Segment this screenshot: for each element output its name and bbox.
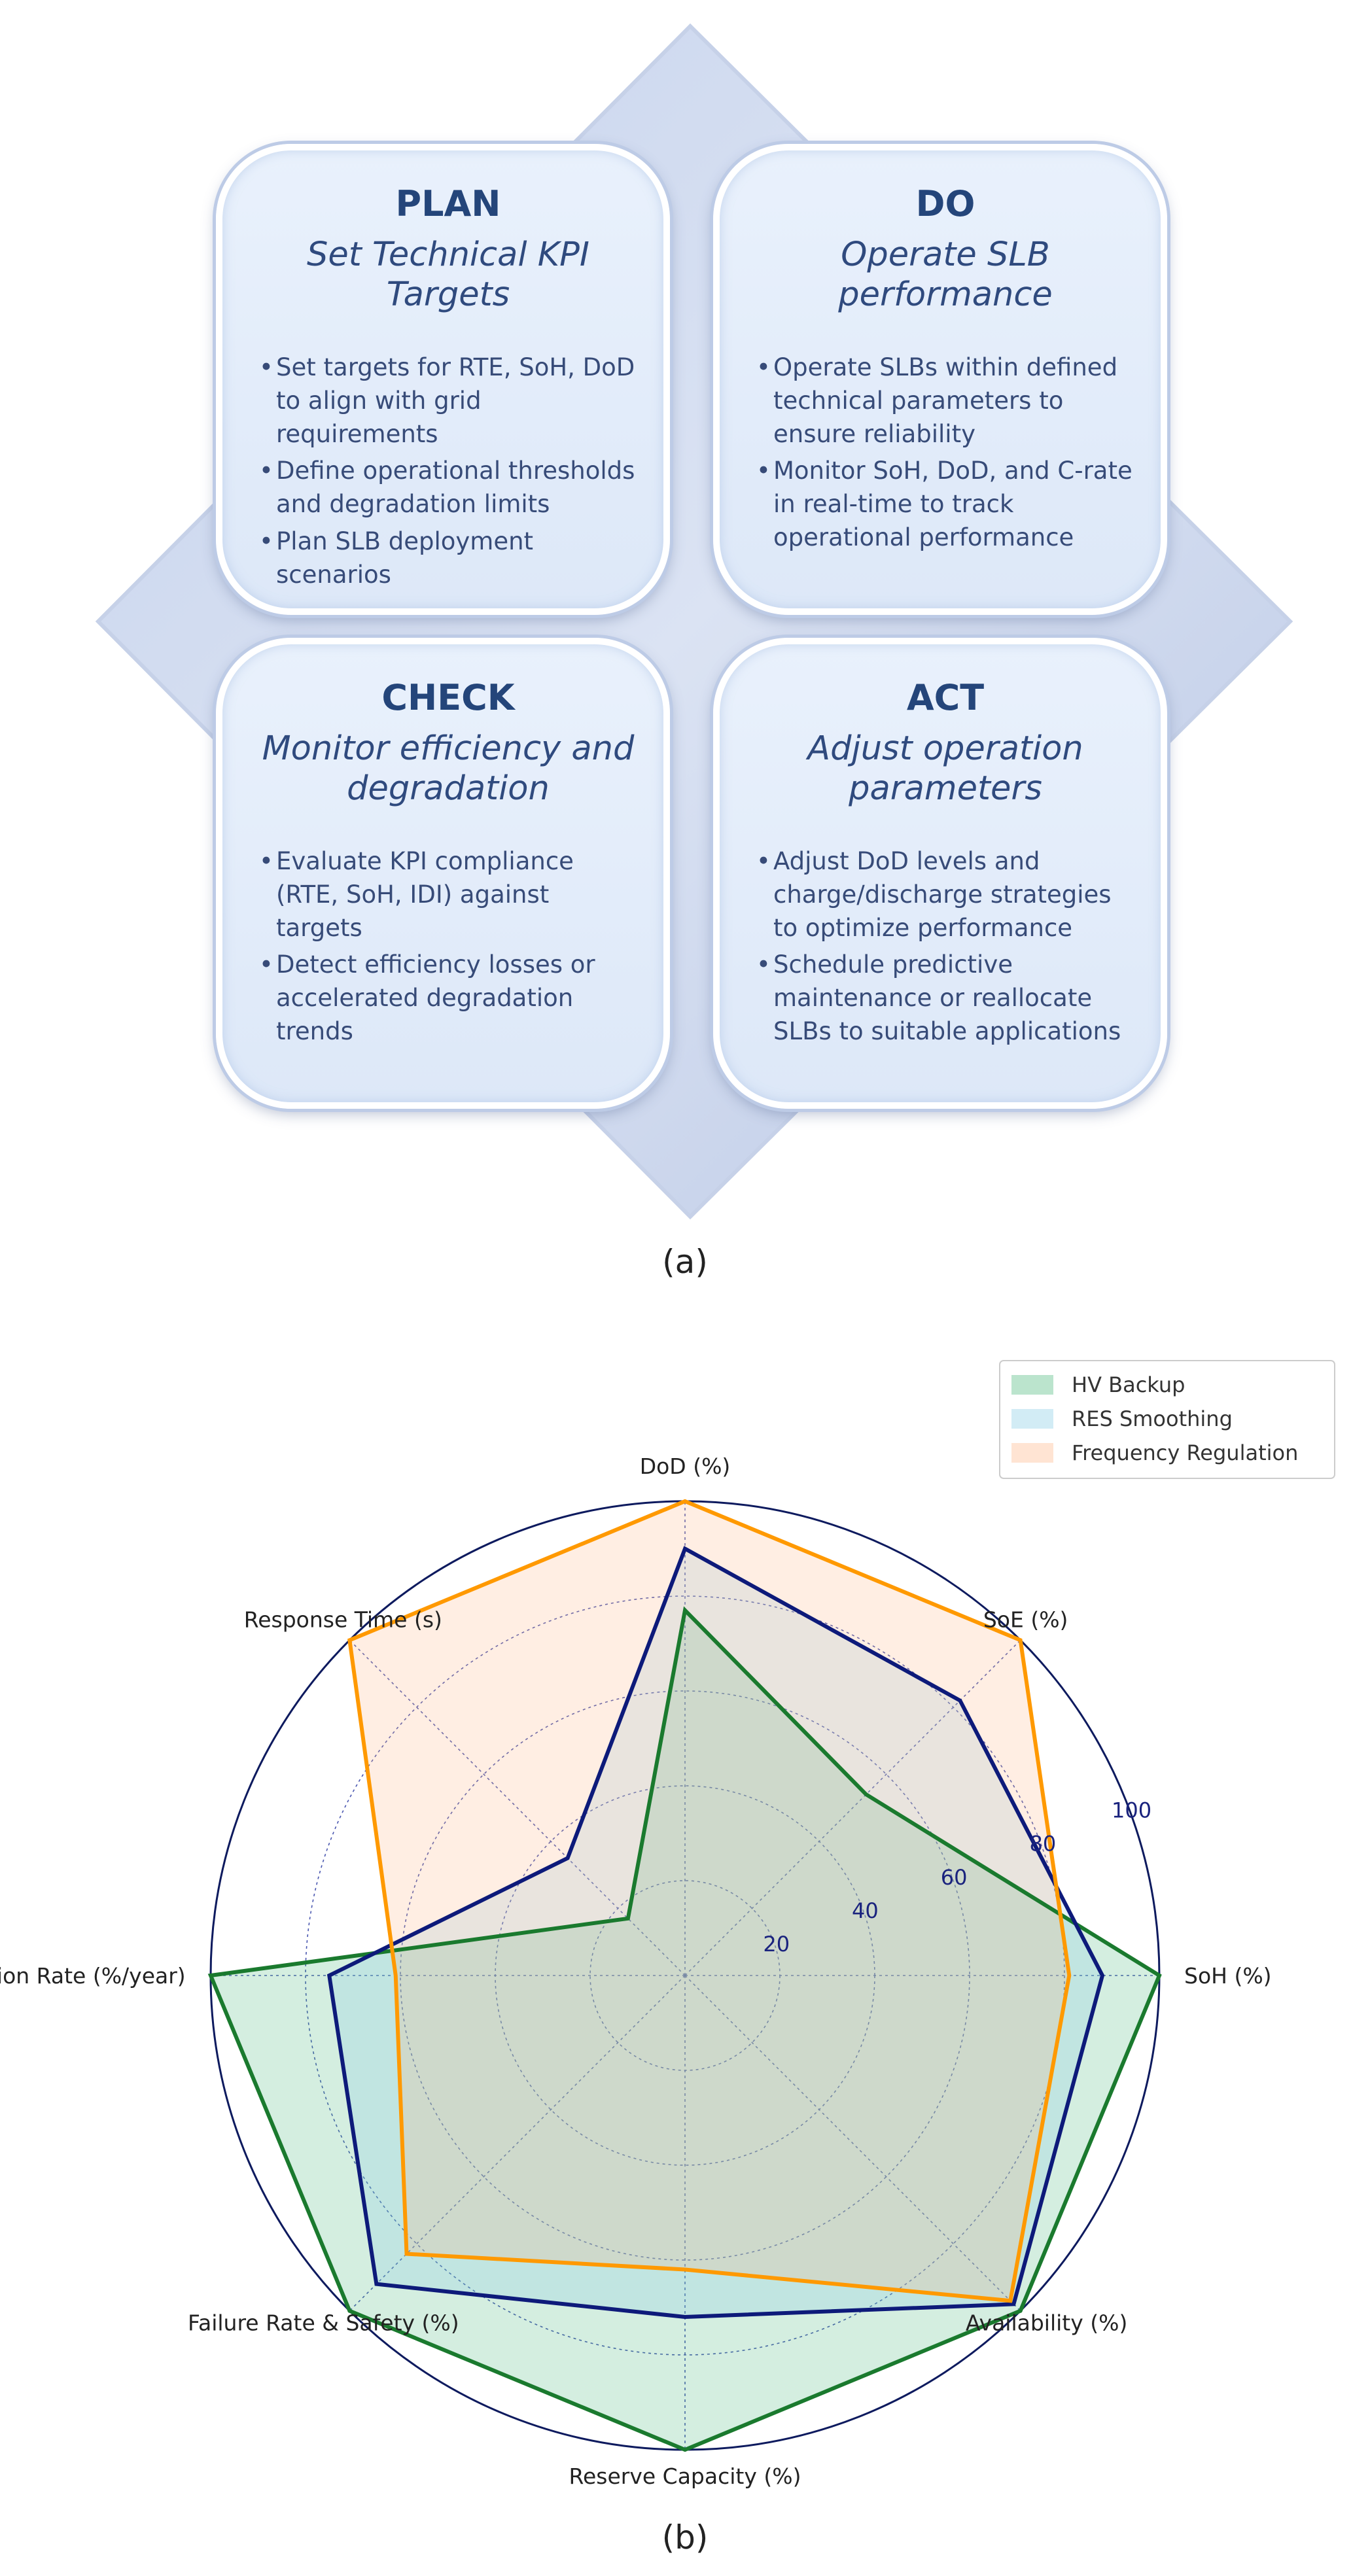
do-bullet: Operate SLBs within defined technical pa… [756, 351, 1134, 451]
act-bullet: Schedule predictive maintenance or reall… [756, 949, 1134, 1048]
act-bullet-list: Adjust DoD levels and charge/discharge s… [756, 845, 1134, 1048]
do-heading: DO [915, 183, 975, 224]
radial-tick-label: 40 [852, 1898, 879, 1923]
plan-subtitle: Set Technical KPI Targets [307, 235, 589, 315]
legend-label: RES Smoothing [1072, 1406, 1233, 1431]
grid-spoke [684, 1975, 1021, 2312]
act-card: ACT Adjust operation parameters Adjust D… [713, 638, 1167, 1109]
panel-a-caption: (a) [662, 1243, 708, 1281]
axis-label: DoD (%) [640, 1453, 731, 1479]
panel-b-caption: (b) [661, 2518, 709, 2556]
axis-label: Response Time (s) [244, 1607, 442, 1632]
do-bullet: Monitor SoH, DoD, and C-rate in real-tim… [756, 455, 1134, 554]
radial-tick-label: 20 [763, 1932, 790, 1957]
do-card: DO Operate SLB performance Operate SLBs … [713, 144, 1167, 615]
series-line [326, 1546, 1105, 2320]
plan-card: PLAN Set Technical KPI Targets Set targe… [216, 144, 670, 615]
series-fill [211, 1610, 1159, 2450]
check-bullet: Evaluate KPI compliance (RTE, SoH, IDI) … [259, 845, 637, 945]
act-bullet: Adjust DoD levels and charge/discharge s… [756, 845, 1134, 945]
axis-label: SoE (%) [983, 1607, 1068, 1632]
check-heading: CHECK [381, 677, 515, 718]
series-fill [329, 1548, 1102, 2317]
axis-label: Availability (%) [966, 2310, 1127, 2336]
plan-bullet: Set targets for RTE, SoH, DoD to align w… [259, 351, 637, 451]
legend-swatch [1011, 1375, 1053, 1395]
legend-label: Frequency Regulation [1072, 1440, 1298, 1465]
legend-swatch [1011, 1443, 1053, 1463]
radial-tick-label: 80 [1029, 1832, 1056, 1856]
act-subtitle: Adjust operation parameters [807, 729, 1083, 809]
plan-bullet: Plan SLB deployment scenarios [259, 525, 637, 591]
series-line [207, 1606, 1162, 2452]
series-fill [349, 1501, 1070, 2301]
series-line [347, 1499, 1072, 2303]
plan-heading: PLAN [395, 183, 501, 224]
check-bullet: Detect efficiency losses or accelerated … [259, 949, 637, 1048]
legend-label: HV Backup [1072, 1372, 1185, 1397]
do-bullet-list: Operate SLBs within defined technical pa… [756, 351, 1134, 554]
legend-box [999, 1360, 1335, 1479]
axis-label: Failure Rate & Safety (%) [188, 2310, 459, 2336]
do-subtitle: Operate SLB performance [838, 235, 1053, 315]
axis-label: SoH (%) [1184, 1963, 1272, 1989]
check-subtitle: Monitor efficiency and degradation [262, 729, 635, 809]
radial-tick-label: 60 [941, 1865, 968, 1890]
check-bullet-list: Evaluate KPI compliance (RTE, SoH, IDI) … [259, 845, 637, 1048]
legend-swatch [1011, 1409, 1053, 1429]
grid-spoke [684, 1639, 1021, 1976]
radar-chart: 20 40 60 80 100 DoD (%) SoE (%) SoH (%) Availabi… [0, 1321, 1370, 2499]
act-heading: ACT [906, 677, 985, 718]
axis-label: Degradation Rate (%/year) [0, 1963, 186, 1989]
plan-bullet: Define operational thresholds and degrad… [259, 455, 637, 521]
check-card: CHECK Monitor efficiency and degradation… [216, 638, 670, 1109]
plan-bullet-list: Set targets for RTE, SoH, DoD to align w… [259, 351, 637, 591]
axis-label: Reserve Capacity (%) [569, 2463, 801, 2489]
radial-tick-label: 100 [1112, 1798, 1151, 1823]
pdca-diagram [95, 23, 1293, 1220]
